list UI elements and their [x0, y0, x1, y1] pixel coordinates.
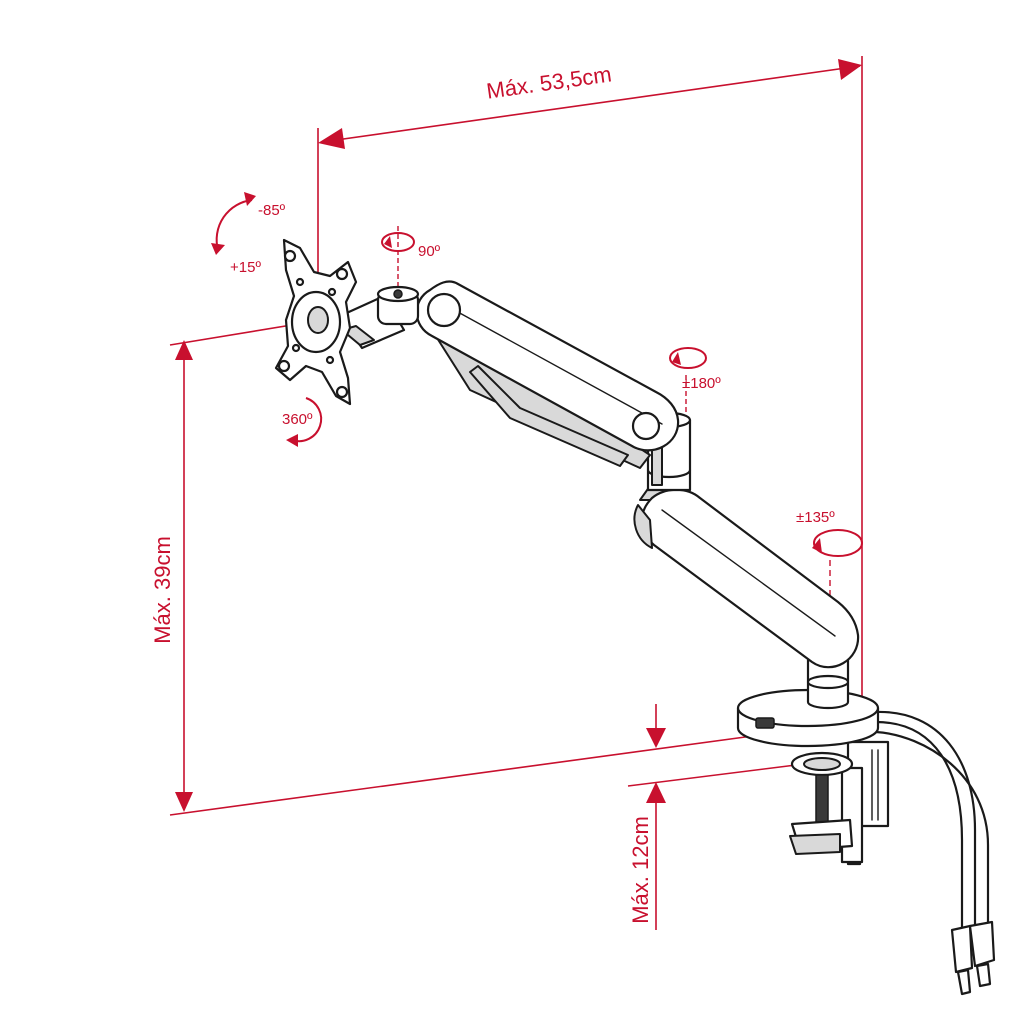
vesa-plate: [274, 238, 358, 406]
cable-bundle: [874, 710, 996, 996]
head-swivel-indicator: 90º: [381, 226, 441, 290]
clamp-label: Máx. 12cm: [628, 816, 653, 924]
usb-port: [755, 717, 775, 729]
upper-arm-pivot-front: [426, 292, 462, 328]
dimension-clamp: Máx. 12cm: [627, 704, 821, 930]
head-swivel-label: 90º: [418, 243, 441, 260]
base-swivel-label: ±135º: [796, 509, 835, 526]
upper-arm-pivot-rear: [631, 411, 661, 441]
rotation-label: 360º: [282, 411, 313, 428]
desk-clamp: [789, 740, 890, 866]
elbow-swivel-indicator: ±180º: [669, 347, 721, 470]
arrowhead-right: [838, 59, 862, 80]
arrowhead-clamp-top: [646, 728, 666, 748]
dimension-height: Máx. 39cm: [150, 319, 761, 816]
arrowhead-top: [175, 340, 193, 360]
rotation-indicator: 360º: [282, 397, 323, 447]
tilt-up-label: -85º: [258, 202, 286, 219]
arrowhead-bottom: [175, 792, 193, 812]
height-label: Máx. 39cm: [150, 536, 175, 644]
arrowhead-clamp-bottom: [646, 782, 666, 803]
width-label: Máx. 53,5cm: [485, 61, 613, 103]
upper-arm: [415, 280, 680, 469]
base-mount: [736, 658, 880, 748]
elbow-swivel-label: ±180º: [682, 375, 721, 392]
tilt-down-label: +15º: [230, 259, 261, 276]
head-joint: [338, 285, 420, 350]
tilt-indicator: -85º +15º: [211, 192, 286, 276]
arrowhead-left: [318, 128, 345, 149]
